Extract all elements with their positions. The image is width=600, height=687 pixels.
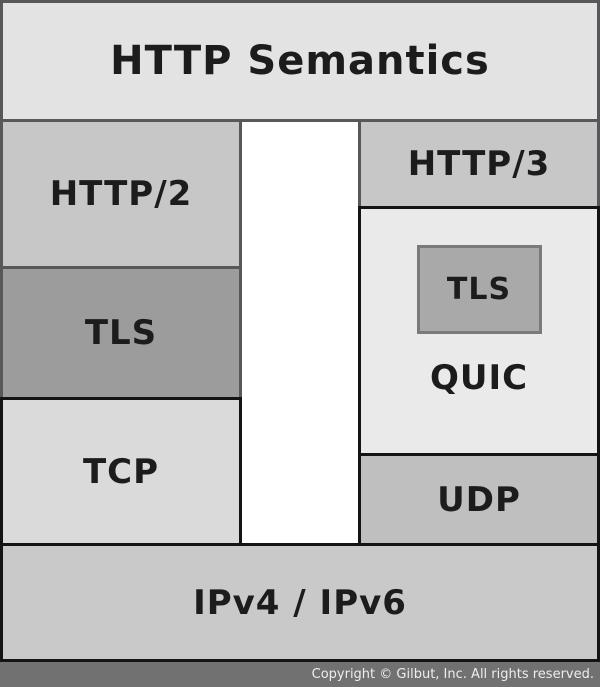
http2-label: HTTP/2 bbox=[49, 174, 193, 214]
tcp-label: TCP bbox=[82, 451, 160, 492]
http-semantics-box: HTTP Semantics bbox=[0, 0, 600, 122]
http2-box: HTTP/2 bbox=[0, 119, 242, 269]
tls-over-tcp-box: TLS bbox=[0, 266, 242, 400]
udp-box: UDP bbox=[358, 453, 600, 546]
tcp-box: TCP bbox=[0, 397, 242, 546]
quic-box: TLS QUIC bbox=[358, 206, 600, 456]
copyright-text: Copyright © Gilbut, Inc. All rights rese… bbox=[311, 667, 594, 682]
http3-box: HTTP/3 bbox=[358, 119, 600, 209]
quic-label: QUIC bbox=[429, 358, 529, 398]
tls-over-tcp-label: TLS bbox=[84, 313, 158, 353]
ip-layer-label: IPv4 / IPv6 bbox=[193, 582, 407, 623]
http3-label: HTTP/3 bbox=[407, 144, 551, 184]
ip-layer-box: IPv4 / IPv6 bbox=[0, 543, 600, 662]
copyright-bar: Copyright © Gilbut, Inc. All rights rese… bbox=[0, 662, 600, 687]
tls-inside-quic-label: TLS bbox=[446, 272, 512, 307]
http-semantics-label: HTTP Semantics bbox=[110, 38, 490, 84]
tls-inside-quic-box: TLS bbox=[416, 245, 542, 334]
udp-label: UDP bbox=[437, 479, 521, 520]
